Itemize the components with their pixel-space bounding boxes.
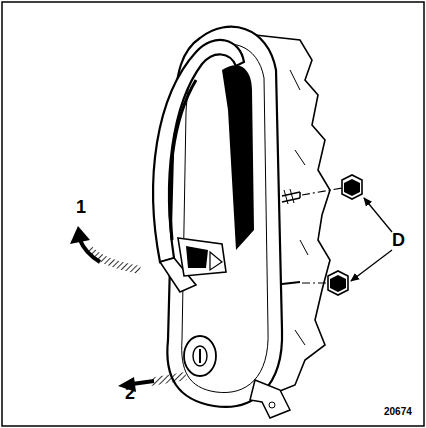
callout-number: 1 (76, 198, 86, 216)
linkage (250, 380, 290, 418)
lock-cylinder (184, 336, 216, 376)
handle-grip (153, 40, 244, 262)
callout-number: 2 (125, 384, 135, 402)
nut (328, 271, 348, 295)
leader-line (351, 250, 392, 281)
latch-lever (178, 238, 226, 276)
leader-line (364, 198, 392, 232)
callout-letter: D (392, 231, 405, 249)
nut (342, 175, 362, 199)
figure-number: 20674 (384, 407, 412, 417)
motion-arrow (150, 376, 186, 382)
recess-shadow (222, 65, 254, 250)
stud (282, 282, 300, 284)
